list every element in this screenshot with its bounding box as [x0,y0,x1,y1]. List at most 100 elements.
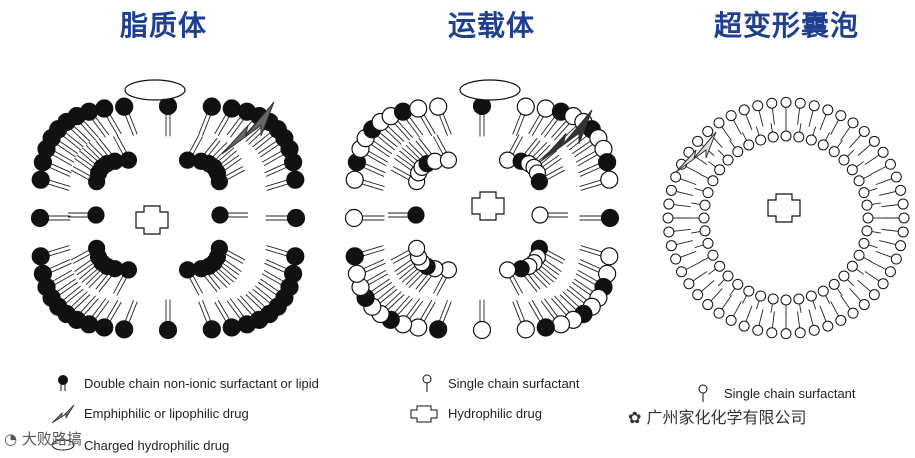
outer-chain-head [869,136,879,146]
lipid-tail [262,274,281,285]
lipid-tail [53,270,72,281]
lipid-tail [125,300,133,320]
hydrophilic-drug-cross [472,192,504,220]
lipid-tail [437,135,446,153]
lipid-head [395,103,412,120]
inner-chain-tail [869,245,878,248]
outer-chain-tail [876,179,892,185]
lipid-tail [55,151,74,162]
inner-chain-head [818,140,828,150]
outer-chain-head [693,290,703,300]
lipid-tail [547,250,565,260]
lipid-tail [107,117,118,136]
lipid-tail [364,167,384,176]
lipid-head [203,321,220,338]
outer-chain-head [714,118,724,128]
legend-label: Charged hydrophilic drug [84,438,229,453]
outer-chain-head [869,290,879,300]
inner-chain-head [818,286,828,296]
outer-chain-tail [674,205,691,207]
outer-chain-tail [809,110,813,126]
inner-chain-head [862,200,872,210]
lipid-tail [125,115,133,135]
lipid-tail [369,274,388,285]
inner-chain-head [862,226,872,236]
outer-chain-tail [876,251,892,257]
legend-item-single-chain-right: Single chain surfactant [690,384,856,402]
inner-chain-tail [856,162,863,167]
lipid-head [32,248,49,265]
lipid-head [32,171,49,188]
lipid-head [180,262,196,278]
outer-chain-head [666,241,676,251]
watermark-left: ◔ 大败路搞 [4,428,82,449]
inner-chain-tail [718,150,724,156]
inner-chain-head [829,147,839,157]
legend-label: Single chain surfactant [724,386,856,401]
outer-chain-head [848,308,858,318]
lipid-tail [205,138,218,154]
inner-chain-tail [869,188,878,191]
lipid-tail [525,138,538,154]
inner-chain-tail [742,132,746,140]
lipid-head [537,100,554,117]
inner-chain-tail [813,127,816,136]
inner-chain-tail [691,232,700,233]
lipid-tail [513,136,522,154]
inner-chain-head [700,200,710,210]
outer-chain-head [693,136,703,146]
lipid-tail [113,136,122,154]
outer-chain-head [726,111,736,121]
inner-chain-tail [864,174,872,178]
lipid-head [430,321,447,338]
lipid-head [531,174,547,190]
lipid-head [517,98,534,115]
inner-chain-head [715,261,725,271]
lipid-tail [513,114,521,134]
outer-chain-tail [850,288,861,300]
outer-chain-head [703,126,713,136]
lipid-head [211,174,227,190]
lipid-tail [576,274,595,285]
outer-chain-tail [865,271,879,280]
lipid-tail [190,135,199,153]
lipid-head [212,207,228,223]
outer-chain-head [823,321,833,331]
lipid-tail [443,114,451,134]
lipid-tail [227,250,245,260]
lipid-tail [264,164,284,173]
outer-chain-head [896,241,906,251]
lipid-head [120,152,136,168]
outer-chain-head [664,199,674,209]
inner-chain-head [768,132,778,142]
lipid-tail [203,300,211,320]
watermark-right: ✿ 广州家化化学有限公司 [628,404,807,428]
outer-chain-head [878,147,888,157]
lipid-head [223,319,240,336]
inner-chain-head [859,238,869,248]
lipid-tail [416,274,429,290]
legend-item-single-chain: Single chain surfactant [414,374,580,392]
wechat-icon: ✿ [628,408,641,427]
outer-chain-head [781,97,791,107]
outer-chain-tail [676,241,693,245]
lipid-tail [264,263,284,272]
lipid-tail [113,276,122,294]
outer-chain-tail [820,114,826,130]
legend-item-lipid: Double chain non-ionic surfactant or lip… [50,374,319,392]
lipid-tail [99,138,112,154]
outer-chain-tail [871,167,886,175]
outer-chain-tail [865,155,879,164]
outer-chain-tail [711,288,722,300]
outer-chain-head [671,172,681,182]
lipid-head [238,316,255,333]
lipid-head [474,322,491,339]
lipid-tail [107,300,118,319]
legend-item-amphiphilic-drug: Emphiphilic or lipophilic drug [50,404,249,422]
lipid-tail [513,302,521,322]
inner-chain-head [781,295,791,305]
outer-chain-head [859,126,869,136]
lipid-tail [213,142,227,156]
outer-chain-tail [841,295,851,309]
charged-drug-ellipse [460,80,520,100]
